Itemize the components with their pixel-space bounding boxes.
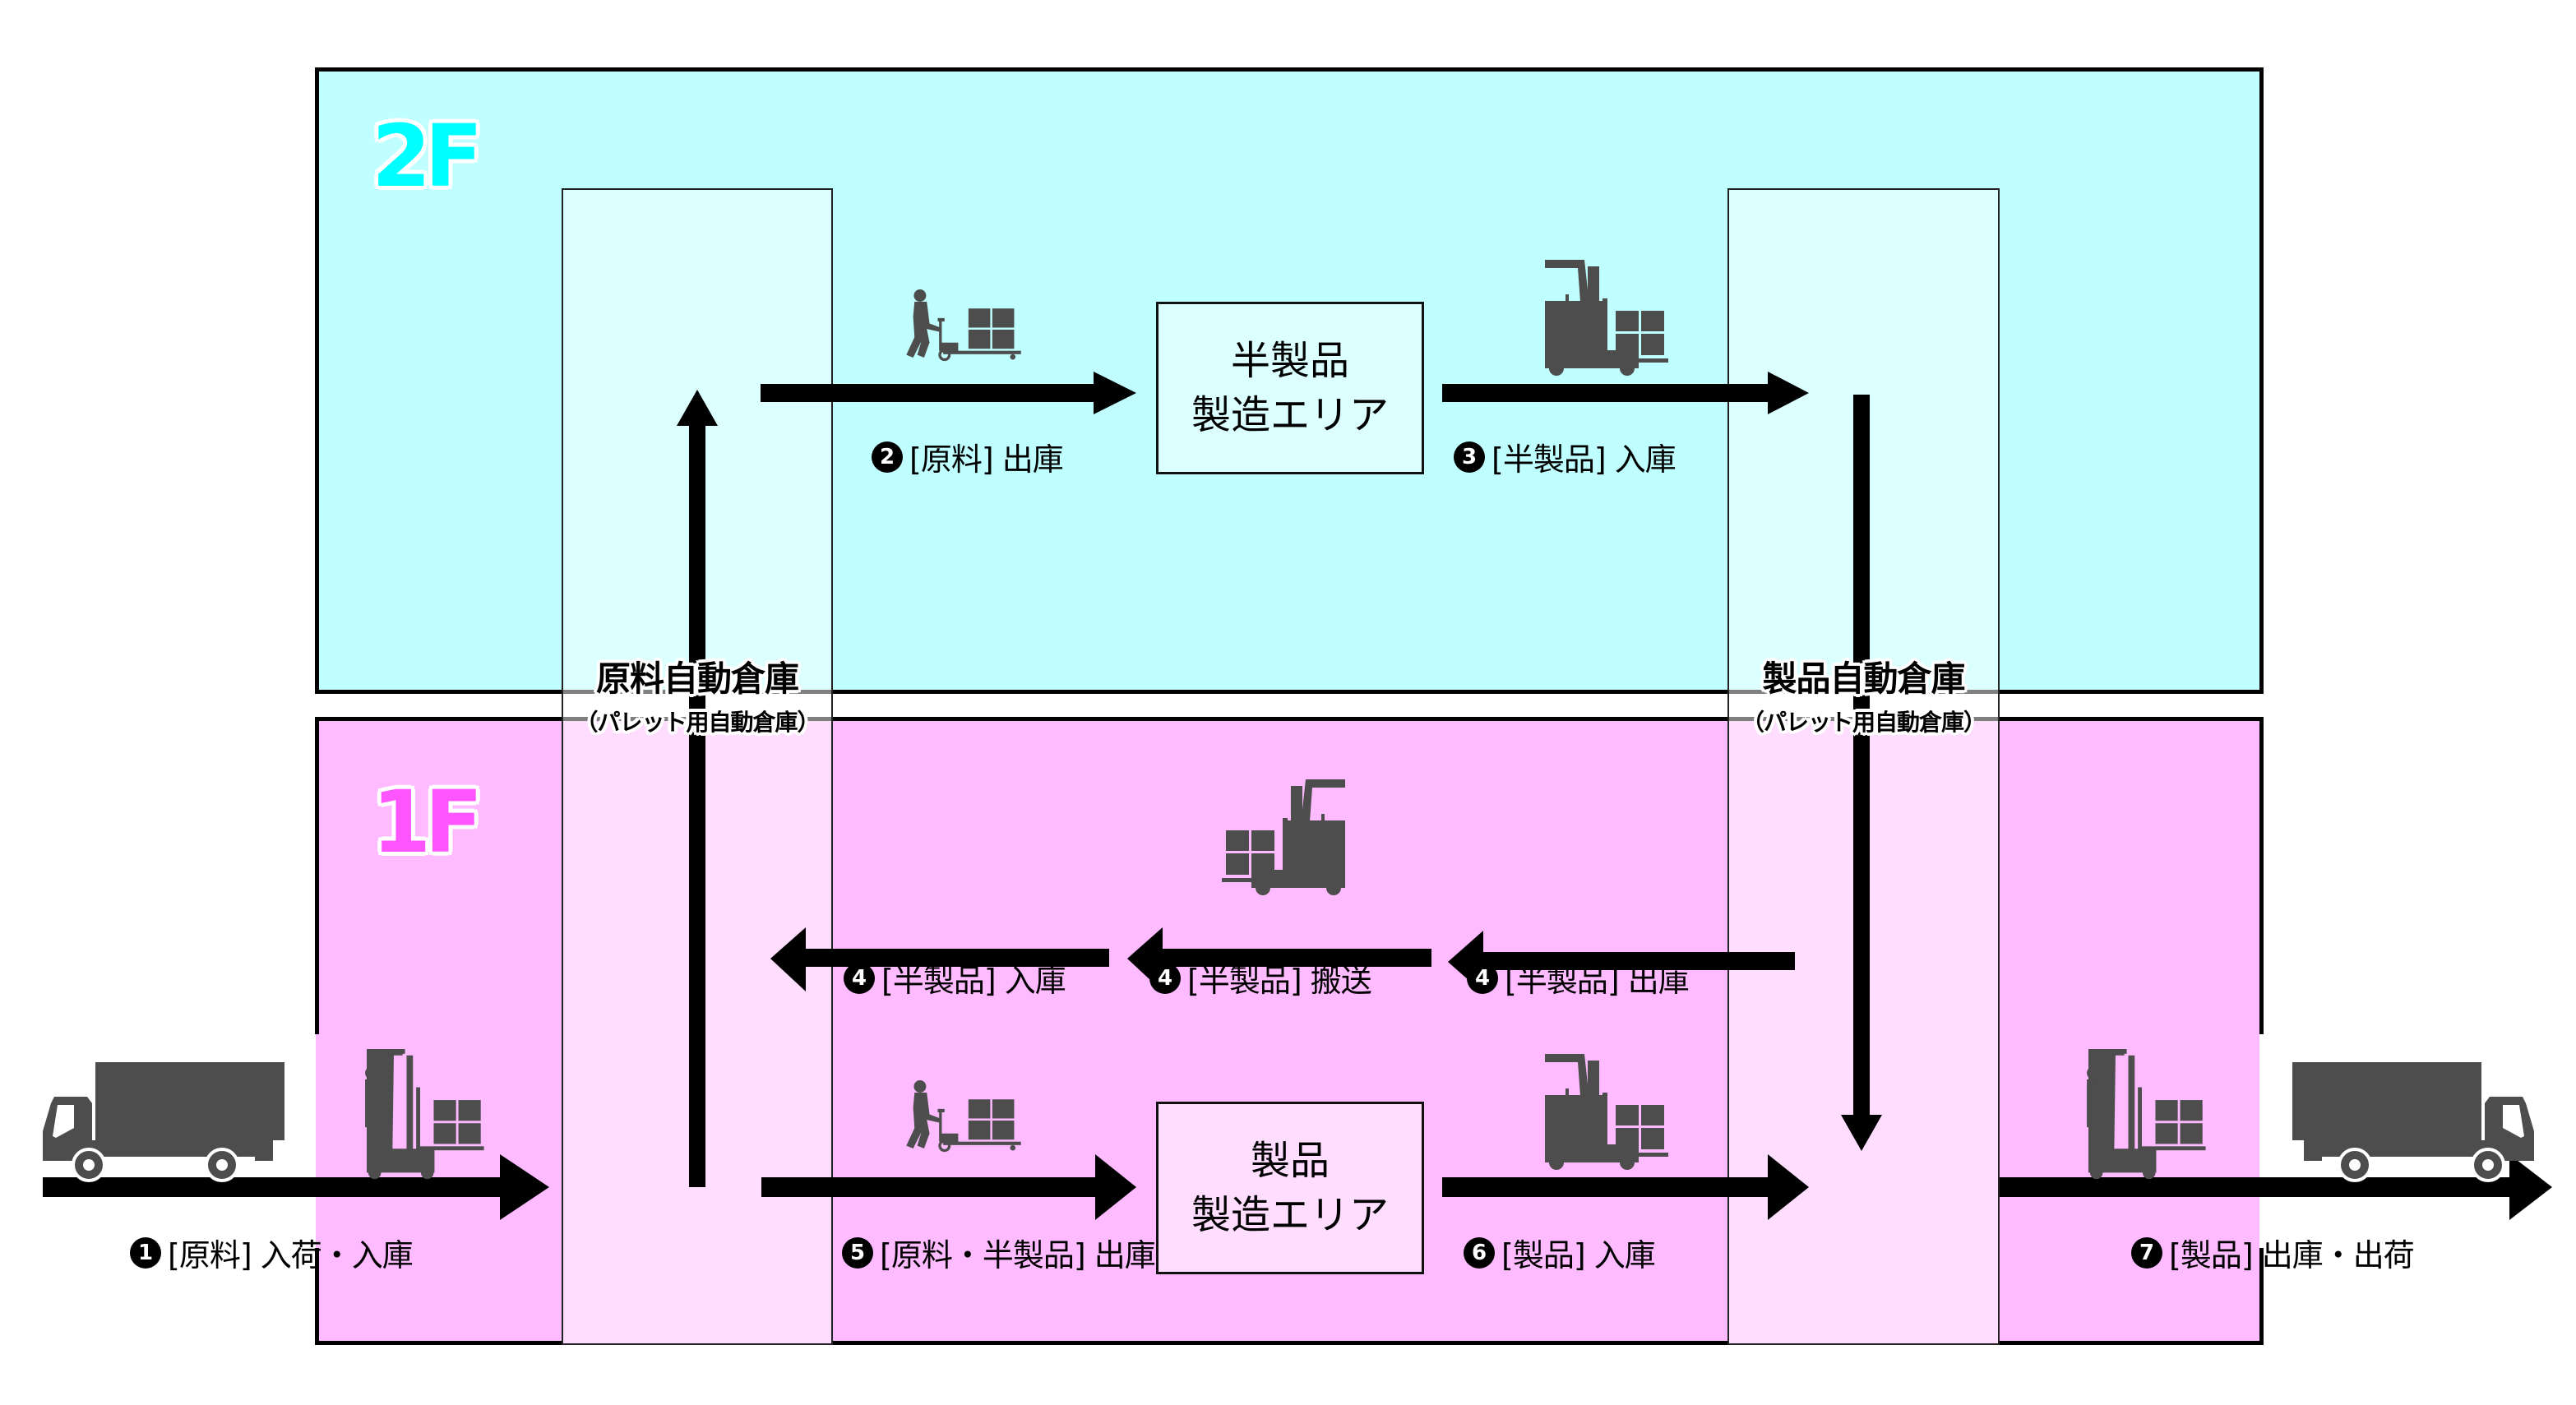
arrow-step-3 [1442,372,1809,414]
raw-warehouse-label: 原料自動倉庫 （パレット用自動倉庫） [562,651,833,737]
pallet-jack-icon [904,288,1023,362]
step-number-badge: 4 [1149,962,1181,994]
step-text: [半製品] 入庫 [881,963,1066,999]
arrow-step-7 [2000,1154,2552,1220]
step-number-badge: 5 [842,1236,873,1269]
warehouse-title: 原料自動倉庫 [595,659,799,699]
step-label-4-out: 4 [半製品] 出庫 [1467,955,1690,1001]
warehouse-title: 製品自動倉庫 [1762,659,1965,699]
forklift-icon [1545,260,1668,376]
warehouse-subtitle: （パレット用自動倉庫） [575,709,820,736]
arrow-lift-down [1841,395,1882,1151]
forklift-icon [1222,779,1345,895]
step-number-badge: 4 [1467,962,1498,994]
step-number-badge: 3 [1454,441,1485,473]
step-number-badge: 7 [2131,1236,2162,1269]
pallet-jack-icon [904,1079,1023,1153]
step-text: [製品] 入庫 [1501,1237,1656,1273]
floor-label-1f: 1F [372,772,483,872]
step-text: [製品] 出庫・出荷 [2169,1237,2415,1273]
arrow-lift-up [677,390,718,1187]
step-label-2: 2 [原料] 出庫 [872,434,1064,479]
step-text: [半製品] 出庫 [1505,963,1690,999]
product-warehouse-label: 製品自動倉庫 （パレット用自動倉庫） [1727,651,2000,737]
step-label-4-transfer: 4 [半製品] 搬送 [1149,955,1372,1001]
step-number-badge: 6 [1464,1236,1495,1269]
step-text: [原料・半製品] 出庫 [880,1237,1156,1273]
arrow-step-5 [761,1154,1136,1220]
area-title: 半製品 [1230,338,1349,384]
step-text: [原料] 出庫 [909,441,1064,478]
area-subtitle: 製造エリア [1191,1192,1389,1238]
area-title: 製品 [1250,1138,1330,1184]
forklift-icon [365,1049,484,1180]
exit-gap [2259,1034,2264,1248]
truck-icon [41,1061,286,1182]
step-label-4-in: 4 [半製品] 入庫 [844,955,1066,1001]
semi-product-manufacturing-area: 半製品 製造エリア [1156,302,1424,474]
step-text: [半製品] 搬送 [1187,963,1372,999]
step-text: [原料] 入荷・入庫 [168,1237,414,1273]
forklift-icon [2087,1049,2206,1180]
step-label-3: 3 [半製品] 入庫 [1454,434,1676,479]
arrow-step-1 [43,1154,549,1220]
step-number-badge: 4 [844,962,875,994]
truck-icon [2291,1061,2536,1182]
step-text: [半製品] 入庫 [1491,441,1676,478]
step-label-7: 7 [製品] 出庫・出荷 [2131,1230,2415,1275]
arrow-step-2 [761,372,1136,414]
step-number-badge: 1 [130,1236,161,1269]
entry-gap [315,1034,320,1248]
floor-label-2f: 2F [372,106,483,206]
step-label-6: 6 [製品] 入庫 [1464,1230,1656,1275]
area-subtitle: 製造エリア [1191,392,1389,438]
product-manufacturing-area: 製品 製造エリア [1156,1102,1424,1274]
arrow-step-4-in [770,927,1109,991]
forklift-icon [1545,1054,1668,1170]
step-label-5: 5 [原料・半製品] 出庫 [842,1230,1156,1275]
step-number-badge: 2 [872,441,903,473]
step-label-1: 1 [原料] 入荷・入庫 [130,1230,414,1275]
arrow-step-6 [1442,1154,1809,1220]
warehouse-subtitle: （パレット用自動倉庫） [1741,709,1986,736]
